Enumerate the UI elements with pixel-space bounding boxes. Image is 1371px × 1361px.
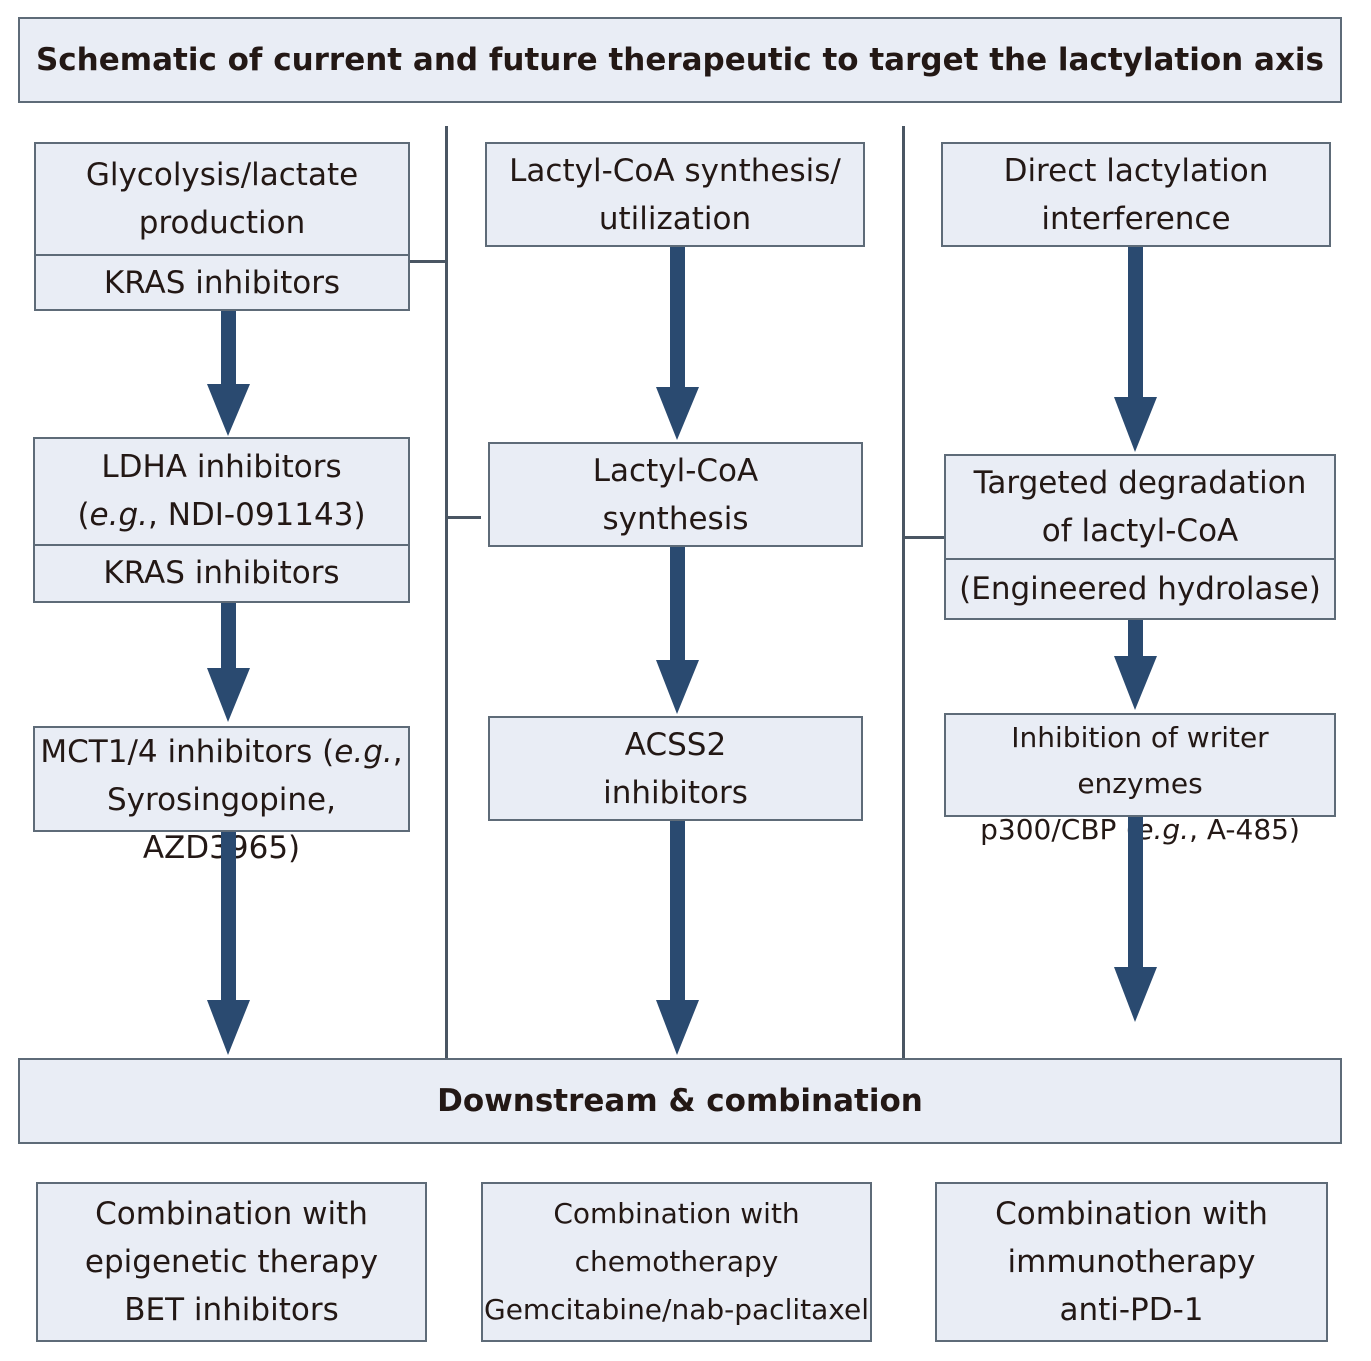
downstream-label: Downstream & combination <box>437 1083 923 1119</box>
col2-step3-box: ACSS2 inhibitors <box>488 716 863 821</box>
combination-immunotherapy-box: Combination with immunotherapy anti-PD-1 <box>935 1182 1328 1342</box>
col2-step3: ACSS2 inhibitors <box>490 718 861 819</box>
col2-step2: Lactyl-CoA synthesis <box>490 444 861 545</box>
arrow-down-icon <box>656 821 699 1055</box>
arrow-down-icon <box>656 247 699 440</box>
col1-header: Glycolysis/lactate production <box>36 144 408 254</box>
col1-step2-sub: KRAS inhibitors <box>35 543 408 601</box>
col1-step3-line1: MCT1/4 inhibitors ( <box>40 734 335 770</box>
divider-left <box>445 126 448 1058</box>
arrow-down-icon <box>207 311 250 436</box>
arrow-down-icon <box>1114 247 1157 452</box>
col1-header-box: Glycolysis/lactate production KRAS inhibi… <box>34 142 410 311</box>
col3-header: Direct lactylation interference <box>943 144 1329 245</box>
combination-line: BET inhibitors <box>124 1292 339 1328</box>
combination-line: Combination with <box>995 1196 1268 1232</box>
col1-step3-box: MCT1/4 inhibitors (e.g.,Syrosingopine, A… <box>33 726 410 866</box>
col2-step2-box: Lactyl-CoA synthesis <box>488 442 863 547</box>
combination-immunotherapy: Combination with immunotherapy anti-PD-1 <box>937 1184 1326 1340</box>
comma: , <box>392 734 403 770</box>
col1-step2: LDHA inhibitors(e.g., NDI-091143) <box>77 449 366 534</box>
col2-header-line1: Lactyl-CoA synthesis/ <box>509 152 841 189</box>
col3-step3-line1: Inhibition of writer enzymes <box>1011 721 1269 800</box>
col1-step2-box: LDHA inhibitors(e.g., NDI-091143) KRAS i… <box>33 437 410 603</box>
arrow-down-icon <box>207 832 250 1055</box>
connector-col2-step2 <box>447 516 481 519</box>
col3-step2-sub: (Engineered hydrolase) <box>946 557 1334 618</box>
col1-step2-line1: LDHA inhibitors <box>101 449 342 486</box>
col3-step2-line2: of lactyl-CoA <box>1041 512 1239 549</box>
title-box: Schematic of current and future therapeu… <box>18 17 1342 103</box>
downstream-box: Downstream & combination <box>18 1058 1342 1144</box>
combination-line: Combination with <box>553 1197 800 1230</box>
connector-col1-header <box>409 260 447 263</box>
diagram-title: Schematic of current and future therapeu… <box>35 42 1325 78</box>
eg-italic: e.g. <box>1136 813 1190 846</box>
col3-step2: Targeted degradation of lactyl-CoA <box>946 456 1334 558</box>
col1-header-sub: KRAS inhibitors <box>36 254 408 309</box>
col2-step2-line2: synthesis <box>602 500 749 537</box>
col2-step3-line1: ACSS2 <box>624 726 727 763</box>
col3-header-box: Direct lactylation interference <box>941 142 1331 247</box>
combination-line: epigenetic therapy <box>84 1244 379 1280</box>
combination-line: Gemcitabine/nab-paclitaxel <box>484 1293 869 1326</box>
arrow-down-icon <box>207 603 250 722</box>
connector-col3-step2 <box>904 536 946 539</box>
col3-step3-line2-post: , A-485) <box>1189 813 1300 846</box>
arrow-down-icon <box>1114 817 1157 1022</box>
eg-italic: e.g. <box>89 497 149 534</box>
combination-line: chemotherapy <box>574 1245 779 1278</box>
col1-step2-line2: , NDI-091143) <box>148 497 366 534</box>
col2-header: Lactyl-CoA synthesis/utilization <box>487 144 863 245</box>
col1-header-line2: production <box>138 205 306 242</box>
col2-step3-line2: inhibitors <box>603 774 748 811</box>
col3-step2-line1: Targeted degradation <box>973 464 1307 501</box>
arrow-down-icon <box>656 547 699 714</box>
combination-line: anti-PD-1 <box>1059 1292 1204 1328</box>
divider-right <box>902 126 905 1058</box>
col1-header-line1: Glycolysis/lactate <box>85 157 359 194</box>
arrow-down-icon <box>1114 620 1157 710</box>
col2-header-line2: utilization <box>598 200 752 237</box>
col2-step2-line1: Lactyl-CoA <box>592 452 759 489</box>
col3-step2-box: Targeted degradation of lactyl-CoA (Engin… <box>944 454 1336 620</box>
combination-line: Combination with <box>95 1196 368 1232</box>
col3-header-line1: Direct lactylation <box>1003 152 1269 189</box>
col2-header-box: Lactyl-CoA synthesis/utilization <box>485 142 865 247</box>
eg-italic: e.g. <box>334 734 393 770</box>
col3-header-line2: interference <box>1041 200 1231 237</box>
combination-line: immunotherapy <box>1007 1244 1256 1280</box>
